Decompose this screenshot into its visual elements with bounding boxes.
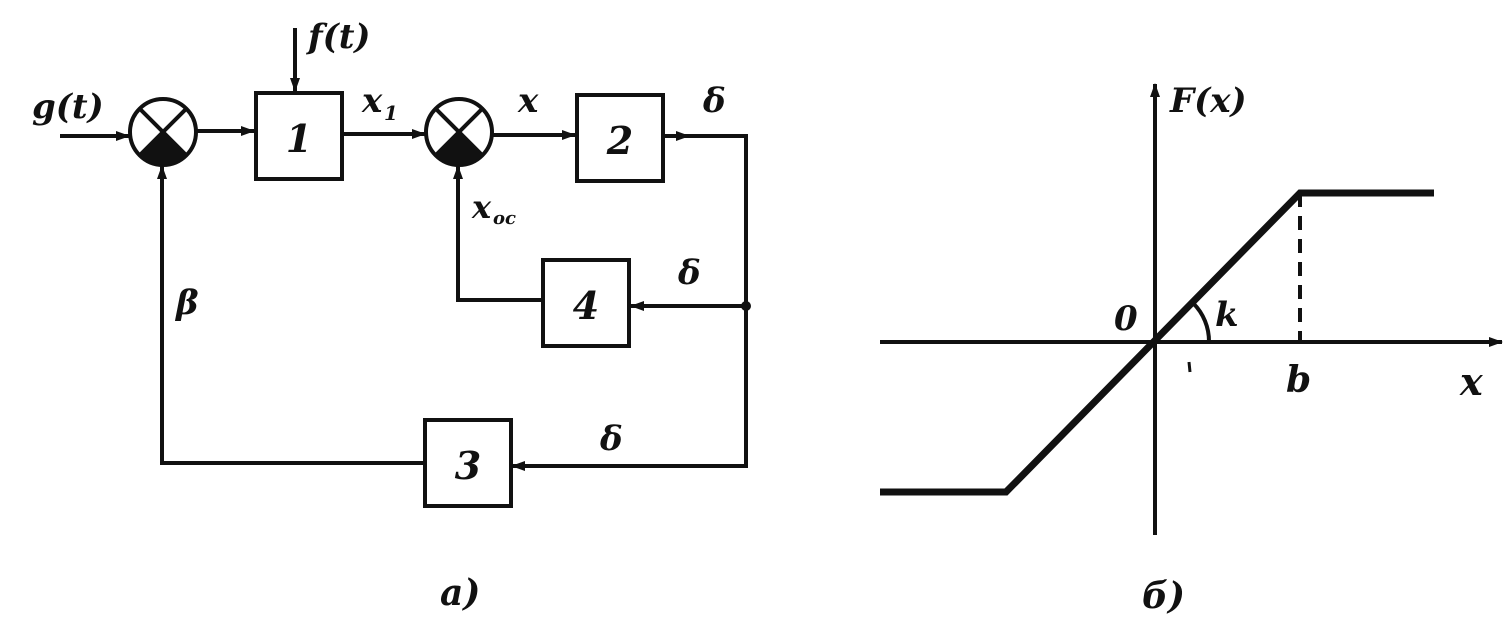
label-k: k <box>1215 295 1239 335</box>
label-delta-out: δ <box>702 81 726 121</box>
block-4-label: 4 <box>573 283 599 328</box>
label-origin: 0 <box>1114 299 1138 339</box>
slope-angle-arc <box>1191 301 1212 343</box>
block-1-label: 1 <box>286 116 312 161</box>
summing-junction-1 <box>128 97 198 167</box>
label-b: b <box>1286 359 1311 401</box>
block-2 <box>575 93 665 183</box>
svg-text:1: 1 <box>384 101 398 125</box>
branch-point <box>741 301 751 311</box>
characteristic-curve <box>880 189 1434 496</box>
label-Fx: F(x) <box>1169 81 1247 121</box>
saturation-graph: F(x) x 0 k b б) <box>880 81 1503 617</box>
label-delta-4: δ <box>677 253 701 293</box>
label-x-axis: x <box>1459 359 1484 404</box>
block-diagram: 1 2 3 4 g(t) f(t) x 1 x δ x oc δ δ β а) <box>32 17 751 614</box>
label-xoc: x oc <box>471 188 516 229</box>
label-x: x <box>517 81 539 121</box>
svg-text:x: x <box>361 81 383 121</box>
label-delta-3: δ <box>599 419 623 459</box>
block-3-label: 3 <box>455 443 481 488</box>
svg-text:x: x <box>471 188 492 226</box>
label-f: f(t) <box>306 17 371 57</box>
block-3 <box>423 418 513 508</box>
label-beta: β <box>174 283 199 323</box>
svg-text:oc: oc <box>493 208 516 229</box>
caption-a: а) <box>440 572 480 614</box>
tick-mark <box>1187 361 1192 373</box>
label-g: g(t) <box>32 87 104 127</box>
summing-junction-2 <box>424 97 494 167</box>
caption-b: б) <box>1142 575 1185 617</box>
block3-to-sum1 <box>157 165 425 465</box>
label-x1: x 1 <box>361 81 398 125</box>
block-4 <box>541 258 631 348</box>
block-2-label: 2 <box>606 118 633 163</box>
block4-to-sum2 <box>453 165 543 302</box>
